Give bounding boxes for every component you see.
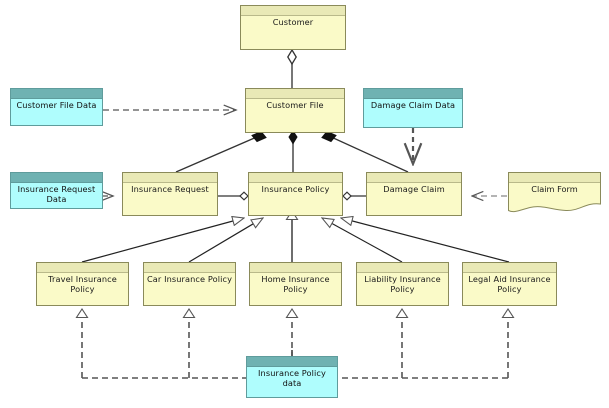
node-customer-header [241,6,345,16]
node-customer-file-label: Customer File [266,100,324,110]
edge-travel-generalization [81,218,244,263]
node-home-insurance-policy-label: Home Insurance Policy [261,274,330,294]
node-legal-aid-insurance-policy-label: Legal Aid Insurance Policy [468,274,551,294]
node-customer-label: Customer [272,17,314,27]
node-travel-insurance-policy[interactable]: Travel Insurance Policy [36,262,129,306]
node-insurance-request-header [123,173,217,183]
node-insurance-policy-header [249,173,342,183]
node-insurance-policy-data-label: Insurance Policy data [258,368,326,388]
node-liability-insurance-policy-header [357,263,448,273]
node-car-insurance-policy-header [144,263,235,273]
node-damage-claim[interactable]: Damage Claim [366,172,462,216]
edge-customerfile-damageclaim [321,130,409,173]
edge-legalaid-generalization [341,218,510,263]
node-travel-insurance-policy-label: Travel Insurance Policy [48,274,117,294]
node-customer-file-data-header [11,89,102,99]
node-customer-file-data[interactable]: Customer File Data [10,88,103,126]
node-customer-file[interactable]: Customer File [245,88,345,133]
edge-car-generalization [188,218,263,263]
node-insurance-request-data-label: Insurance Request Data [17,184,96,204]
node-legal-aid-insurance-policy-header [463,263,556,273]
node-car-insurance-policy-label: Car Insurance Policy [146,274,233,284]
edge-customer-customerfile [287,48,297,88]
node-damage-claim-data-label: Damage Claim Data [370,100,456,110]
node-damage-claim-data-header [364,89,462,99]
node-home-insurance-policy-header [250,263,341,273]
node-damage-claim-data[interactable]: Damage Claim Data [363,88,463,128]
node-customer-file-data-label: Customer File Data [16,100,97,110]
node-insurance-policy-data[interactable]: Insurance Policy data [246,356,338,398]
edge-policydata-arrowheads [75,307,515,319]
node-insurance-policy[interactable]: Insurance Policy [248,172,343,216]
node-insurance-request-data[interactable]: Insurance Request Data [10,172,103,209]
edge-home-generalization [285,209,299,262]
node-claim-form[interactable]: Claim Form [508,172,601,214]
node-liability-insurance-policy[interactable]: Liability Insurance Policy [356,262,449,306]
node-insurance-request[interactable]: Insurance Request [122,172,218,216]
node-customer[interactable]: Customer [240,5,346,50]
node-damage-claim-header [367,173,461,183]
node-liability-insurance-policy-label: Liability Insurance Policy [364,274,441,294]
node-insurance-policy-data-header [247,357,337,367]
edge-customerfile-insurancepolicy [288,130,298,172]
edge-insurancerequest-insurancepolicy [218,191,249,201]
node-customer-file-header [246,89,344,99]
edge-liability-generalization [322,218,403,263]
node-travel-insurance-policy-header [37,263,128,273]
node-home-insurance-policy[interactable]: Home Insurance Policy [249,262,342,306]
node-car-insurance-policy[interactable]: Car Insurance Policy [143,262,236,306]
node-insurance-policy-label: Insurance Policy [261,184,330,194]
node-insurance-request-label: Insurance Request [131,184,209,194]
edge-insurancepolicy-damageclaim [342,191,370,201]
node-damage-claim-label: Damage Claim [383,184,445,194]
node-legal-aid-insurance-policy[interactable]: Legal Aid Insurance Policy [462,262,557,306]
node-claim-form-header [509,173,600,183]
node-claim-form-label: Claim Form [531,184,578,194]
node-insurance-request-data-header [11,173,102,183]
edge-customerfile-insurancerequest [175,130,267,173]
